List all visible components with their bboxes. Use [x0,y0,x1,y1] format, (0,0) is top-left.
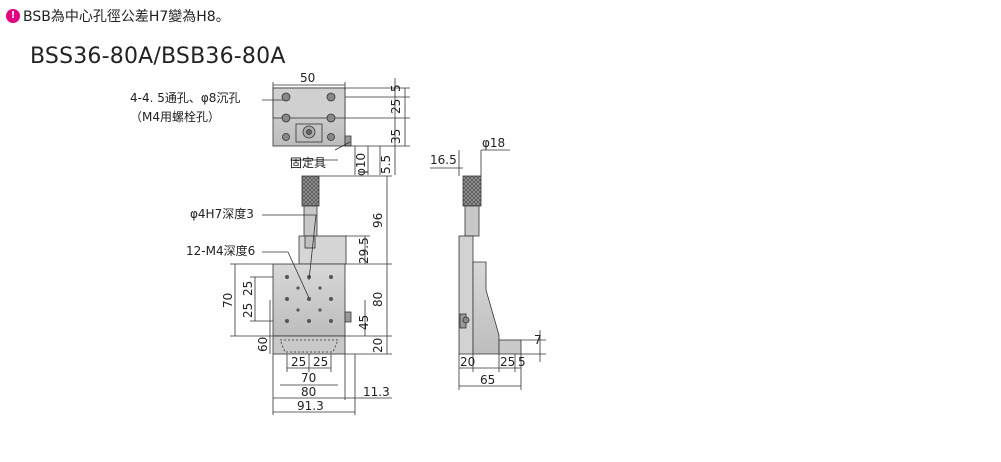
center-block [295,123,323,143]
dim-45: 45 [357,315,371,330]
dim-913: 91.3 [297,399,324,413]
side-micrometer-barrel [464,205,480,237]
front-clamp [344,311,352,323]
dim-top-5: 5 [389,84,403,92]
label-holes: 4-4. 5通孔、φ8沉孔 [130,91,240,105]
tap-hole-grid [285,275,333,323]
dim-20-v: 20 [371,338,385,353]
dim-25-v1: 25 [241,281,255,296]
dim-70-v: 70 [221,293,235,308]
label-fixture: 固定具 [290,155,326,170]
label-pin: φ4H7深度3 [190,206,254,221]
dim-25-v2: 25 [241,303,255,318]
hole-mid-left [281,113,291,123]
dim-80-v: 80 [371,292,385,307]
hole-bottom-right [327,133,335,141]
dim-side-20: 20 [460,355,475,369]
dim-side-25: 25 [500,355,515,369]
top-stage-table [272,87,346,119]
note-text: BSB為中心孔徑公差H7變為H8。 [23,9,230,25]
dim-side-65: 65 [480,373,495,387]
dim-96: 96 [371,213,385,228]
dim-side-7: 7 [534,333,542,347]
front-view [230,175,392,415]
micrometer-collar [304,235,316,249]
dim-top-phi10: φ10 [354,153,368,176]
dim-side-phi18: φ18 [482,136,505,150]
top-view [262,78,410,175]
dim-top-55: 5.5 [379,155,393,174]
dim-295: 29.5 [357,237,371,264]
dim-70-h: 70 [301,371,316,385]
dim-25-h2: 25 [313,355,328,369]
hole-mid-right [326,113,336,123]
side-micrometer-knob [462,175,482,207]
micrometer-knob [301,175,320,207]
hole-top-left [281,92,291,102]
front-stage-base [272,335,346,355]
note-line: ! BSB為中心孔徑公差H7變為H8。 [6,6,230,26]
dim-113: 11.3 [363,385,390,399]
center-bore-inner [306,129,312,135]
label-bolt: （M4用螺栓孔） [130,109,220,124]
info-icon: ! [6,9,20,23]
side-table [458,235,474,355]
dim-60: 60 [256,337,270,352]
dim-top-35: 35 [389,129,403,144]
dim-top-25: 25 [389,99,403,114]
hole-top-right [326,92,336,102]
dim-80-h: 80 [301,385,316,399]
side-clamp-screw [462,316,470,324]
side-base-flange [498,339,522,355]
side-view [430,149,546,390]
side-bracket [472,261,500,355]
dim-side-165: 16.5 [430,153,457,167]
label-tap: 12-M4深度6 [186,243,255,258]
dim-top-width: 50 [300,71,315,85]
dim-side-5: 5 [518,355,526,369]
model-title: BSS36-80A/BSB36-80A [30,44,286,69]
hole-bottom-left [282,133,290,141]
dim-25-h1: 25 [291,355,306,369]
